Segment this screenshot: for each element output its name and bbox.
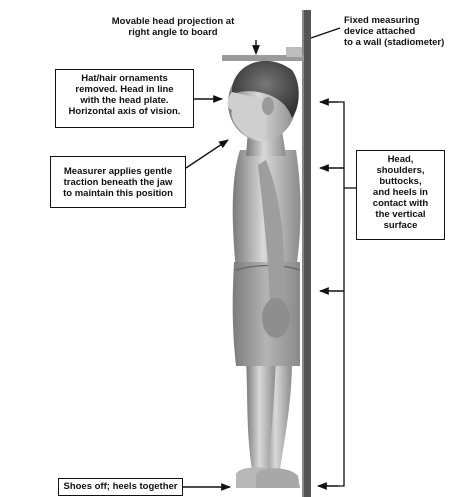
label-head-projection: Movable head projection at right angle t… xyxy=(98,16,248,38)
child-figure xyxy=(228,61,301,488)
label-stadiometer: Fixed measuring device attached to a wal… xyxy=(344,15,466,48)
callout-traction: Measurer applies gentle traction beneath… xyxy=(50,156,186,208)
callout-shoes: Shoes off; heels together xyxy=(58,478,183,496)
callout-contact-points: Head, shoulders, buttocks, and heels in … xyxy=(356,150,445,240)
arrow-traction xyxy=(186,140,228,168)
head-plate xyxy=(222,47,304,61)
callout-head-position: Hat/hair ornaments removed. Head in line… xyxy=(55,69,194,128)
leader-stadiometer xyxy=(311,28,340,38)
stadiometer-board-edge xyxy=(302,10,304,497)
contact-bracket xyxy=(318,102,356,486)
